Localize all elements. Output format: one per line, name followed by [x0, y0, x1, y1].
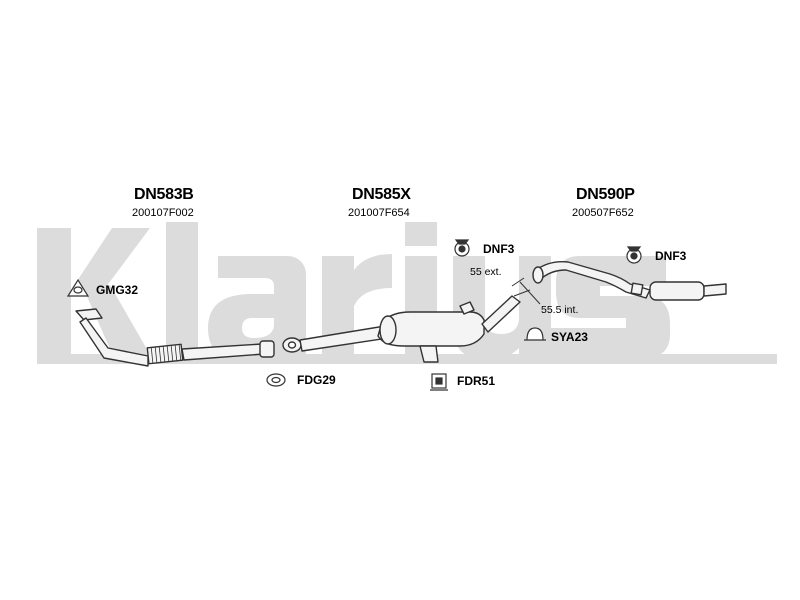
accessory-icons: [66, 239, 642, 391]
catalog-code-dn590p: 200507F652: [572, 207, 634, 219]
label-dnf3-a: DNF3: [483, 242, 515, 256]
part-number-dn590p: DN590P: [576, 186, 635, 203]
dimension-marks: [511, 277, 541, 305]
flange: [282, 337, 302, 353]
label-fdg29: FDG29: [297, 373, 336, 387]
centre-section: [299, 295, 521, 363]
catalog-code-dn585x: 201007F654: [348, 207, 410, 219]
hanger-icon-b: [626, 246, 642, 264]
label-gmg32: GMG32: [96, 283, 139, 297]
gasket-icon: [66, 278, 90, 297]
front-pipe: [75, 308, 275, 367]
rubber-mount-icon: [430, 373, 448, 391]
ring-gasket-icon: [266, 373, 286, 387]
dimension-int: 55.5 int.: [541, 304, 579, 316]
part-number-dn585x: DN585X: [352, 186, 411, 203]
label-fdr51: FDR51: [457, 374, 496, 388]
label-sya23: SYA23: [551, 330, 588, 344]
hanger-icon-a: [454, 239, 470, 257]
rear-section: [532, 260, 727, 301]
dimension-ext: 55 ext.: [470, 266, 502, 278]
clamp-icon: [524, 327, 546, 341]
part-number-dn583b: DN583B: [134, 186, 194, 203]
catalog-code-dn583b: 200107F002: [132, 207, 194, 219]
label-dnf3-b: DNF3: [655, 249, 687, 263]
